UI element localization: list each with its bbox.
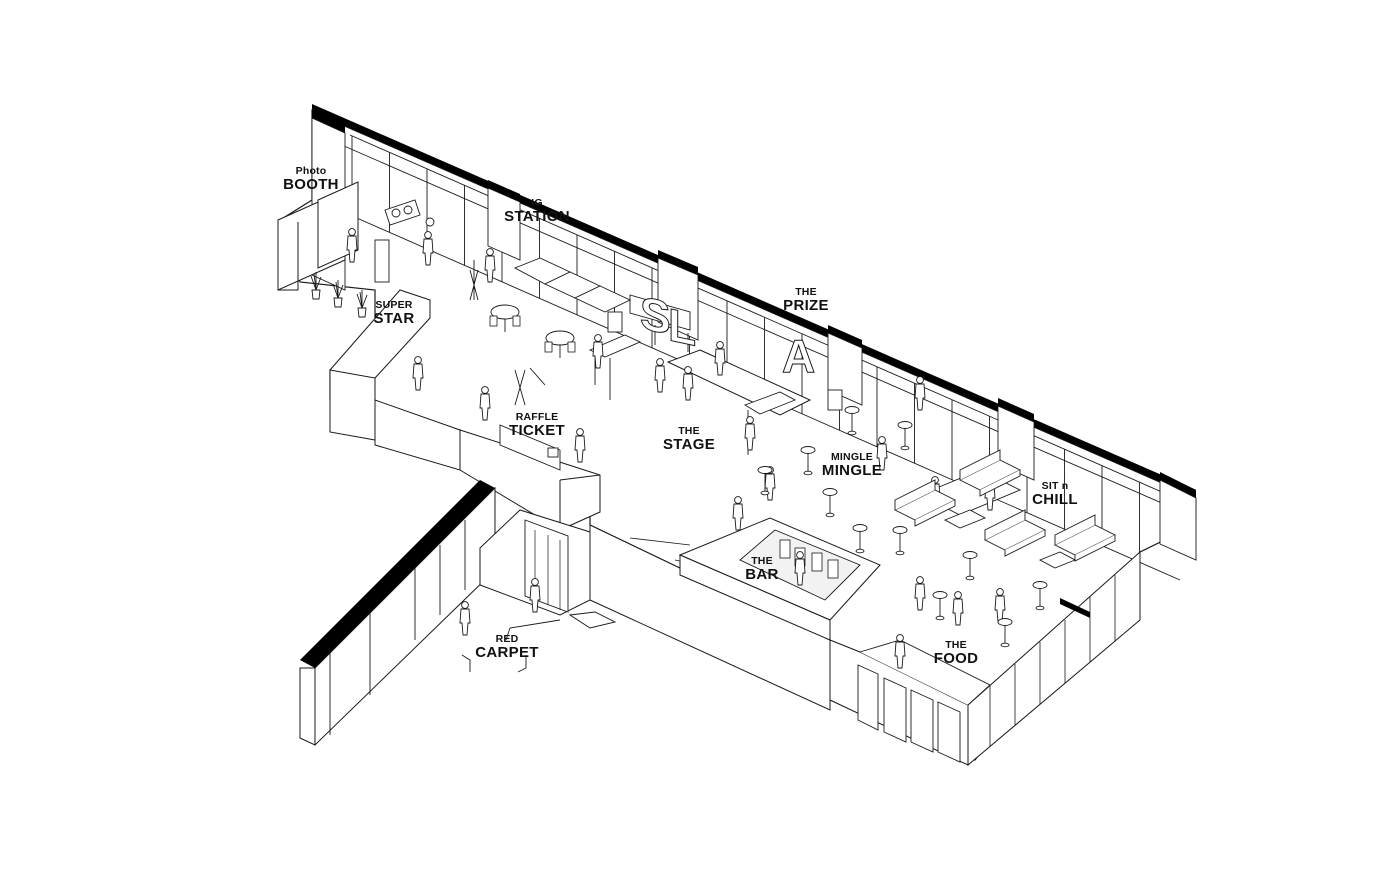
label-super-star-small: SUPER xyxy=(375,299,413,311)
label-raffle-ticket: RAFFLE TICKET xyxy=(500,411,574,440)
label-the-food-big: FOOD xyxy=(933,650,979,668)
label-super-star: SUPER STAR xyxy=(362,299,426,328)
label-the-prize-big: PRIZE xyxy=(783,297,829,315)
label-the-prize-small: THE xyxy=(795,286,817,298)
label-mingle-big: MINGLE xyxy=(821,462,883,480)
label-red-carpet-big: CARPET xyxy=(475,644,539,662)
label-ig-station-small: IG xyxy=(531,197,543,209)
person-figure xyxy=(459,601,471,636)
label-ig-station: IG STATION xyxy=(494,197,580,226)
label-raffle-ticket-small: RAFFLE xyxy=(515,411,559,423)
stage-letter-l: L xyxy=(668,298,696,355)
label-sit-n-chill-big: CHILL xyxy=(1032,491,1078,509)
label-red-carpet: RED CARPET xyxy=(468,633,546,662)
label-the-bar-big: BAR xyxy=(745,566,779,584)
label-the-food-small: THE xyxy=(945,639,967,651)
label-mingle-small: MINGLE xyxy=(830,451,874,463)
label-mingle: MINGLE MINGLE xyxy=(812,451,892,480)
label-super-star-big: STAR xyxy=(373,310,415,328)
label-ig-station-big: STATION xyxy=(504,208,570,226)
label-photo-booth: Photo BOOTH xyxy=(276,165,346,194)
label-the-stage: THE STAGE xyxy=(654,425,724,454)
label-sit-n-chill: SIT n CHILL xyxy=(1022,480,1088,509)
label-the-stage-big: STAGE xyxy=(662,436,716,454)
label-the-bar: THE BAR xyxy=(736,555,788,584)
label-the-prize: THE PRIZE xyxy=(774,286,838,315)
label-red-carpet-small: RED xyxy=(495,633,519,645)
label-sit-n-chill-small: SIT n xyxy=(1041,480,1069,492)
stage-letter-a: A xyxy=(782,330,815,382)
label-photo-booth-small: Photo xyxy=(295,165,327,177)
label-photo-booth-big: BOOTH xyxy=(283,176,339,194)
label-the-stage-small: THE xyxy=(678,425,700,437)
label-the-bar-small: THE xyxy=(751,555,773,567)
stage-letter-s: S xyxy=(640,287,671,345)
label-the-food: THE FOOD xyxy=(924,639,988,668)
label-raffle-ticket-big: TICKET xyxy=(509,422,565,440)
